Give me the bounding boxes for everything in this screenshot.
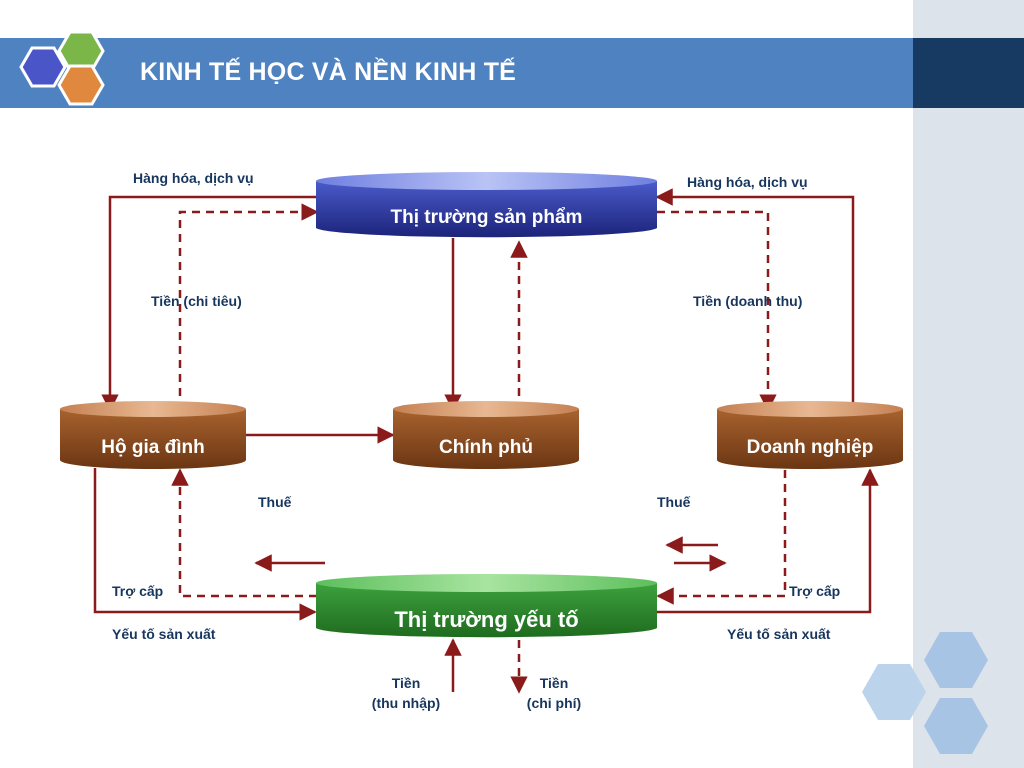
money-income-label: Tiền (thu nhập): [356, 673, 456, 713]
goods-label-right: Hàng hóa, dịch vụ: [687, 174, 808, 190]
hexagon-logo-icon: [19, 30, 105, 106]
title-bar: [0, 38, 913, 108]
arrow-subsidy-to-factor-market: [656, 470, 787, 605]
government-label: Chính phủ: [439, 437, 533, 458]
household-label: Hộ gia đình: [101, 437, 205, 458]
factor-market-label: Thị trường yếu tố: [394, 607, 579, 632]
money-cost-line2: (chi phí): [526, 695, 582, 711]
money-cost-line1: Tiền: [539, 675, 569, 691]
money-spending-label: Tiền (chi tiêu): [151, 293, 242, 309]
goods-label-left: Hàng hóa, dịch vụ: [133, 170, 254, 186]
decorative-hexagons: [862, 632, 988, 754]
money-revenue-label: Tiền (doanh thu): [693, 293, 803, 309]
money-cost-label: Tiền (chi phí): [504, 673, 604, 713]
tax-label-left: Thuế: [258, 494, 292, 510]
money-income-line1: Tiền: [391, 675, 421, 691]
factors-label-left: Yếu tố sản xuất: [112, 626, 216, 642]
product-market-node: [316, 172, 657, 238]
subsidy-label-right: Trợ cấp: [789, 583, 841, 599]
household-node: [60, 401, 246, 469]
business-node: [717, 401, 903, 469]
arrow-factors-from-household: [93, 468, 317, 621]
arrow-spending-to-product-market: [178, 203, 319, 410]
subsidy-label-left: Trợ cấp: [112, 583, 164, 599]
arrow-goods-to-household: [101, 195, 317, 412]
arrow-subsidy-to-household: [171, 468, 317, 598]
factors-label-right: Yếu tố sản xuất: [727, 626, 831, 642]
arrow-factors-to-business: [657, 468, 879, 614]
tax-label-right: Thuế: [657, 494, 691, 510]
government-node: [393, 401, 579, 469]
factor-market-node: [316, 574, 657, 638]
money-income-line2: (thu nhập): [371, 695, 441, 711]
arrow-revenue-to-business: [657, 210, 777, 412]
product-market-label: Thị trường sản phẩm: [390, 207, 583, 228]
title-bar-accent: [913, 38, 1024, 108]
business-label: Doanh nghiệp: [746, 437, 874, 458]
slide-title: KINH TẾ HỌC VÀ NỀN KINH TẾ: [140, 58, 517, 86]
arrow-goods-to-product-market: [655, 188, 855, 410]
